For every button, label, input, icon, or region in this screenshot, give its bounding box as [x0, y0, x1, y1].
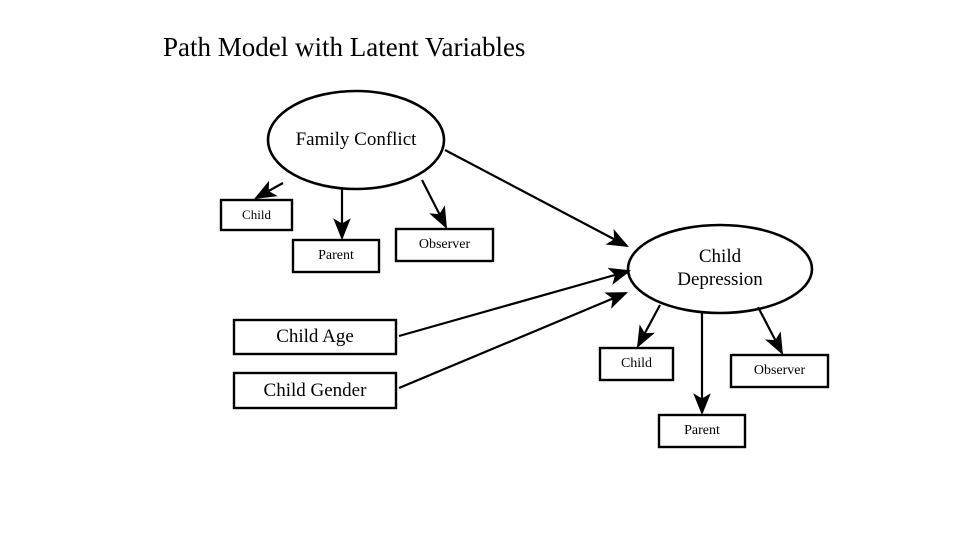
node-shapes-group	[219, 89, 830, 449]
observed-label-fc-child: Child	[242, 207, 271, 222]
path-arrow-fc-to-child	[254, 180, 284, 200]
latent-label-line2-child-depression: Depression	[677, 269, 763, 290]
observed-label-cd-observer: Observer	[753, 363, 806, 378]
observed-label-child-gender: Child Gender	[263, 379, 367, 401]
observed-box-cd-child[interactable]	[598, 346, 675, 382]
observed-box-cd-observer[interactable]	[729, 353, 830, 389]
page-title: Path Model with Latent Variables	[163, 32, 526, 62]
path-arrow-depression-to-observer	[757, 306, 784, 355]
observed-box-fc-child[interactable]	[219, 198, 294, 232]
latent-ellipse-child-depression[interactable]	[626, 223, 814, 315]
observed-box-child-age[interactable]	[232, 318, 398, 356]
observed-box-child-gender[interactable]	[232, 371, 398, 410]
latent-ellipse-family-conflict[interactable]	[266, 89, 446, 191]
observed-box-cd-parent[interactable]	[657, 413, 747, 449]
latent-label-family-conflict: Family Conflict	[295, 129, 417, 151]
observed-label-cd-parent: Parent	[684, 423, 720, 438]
observed-label-cd-child: Child	[620, 356, 653, 371]
path-arrows-group	[254, 149, 784, 416]
observed-label-fc-parent: Parent	[318, 248, 354, 263]
path-arrow-depression-to-child	[636, 304, 661, 348]
observed-box-fc-parent[interactable]	[291, 238, 381, 274]
path-arrow-age-to-depression	[398, 267, 632, 338]
path-arrow-gender-to-depression	[398, 291, 629, 390]
path-arrow-fc-to-observer	[421, 179, 448, 229]
observed-label-child-age: Child Age	[276, 326, 354, 347]
latent-label-line1-child-depression: Child	[698, 246, 742, 268]
observed-box-fc-observer[interactable]	[394, 227, 495, 263]
path-arrow-fc-to-depression	[444, 149, 629, 248]
observed-label-fc-observer: Observer	[418, 237, 471, 252]
